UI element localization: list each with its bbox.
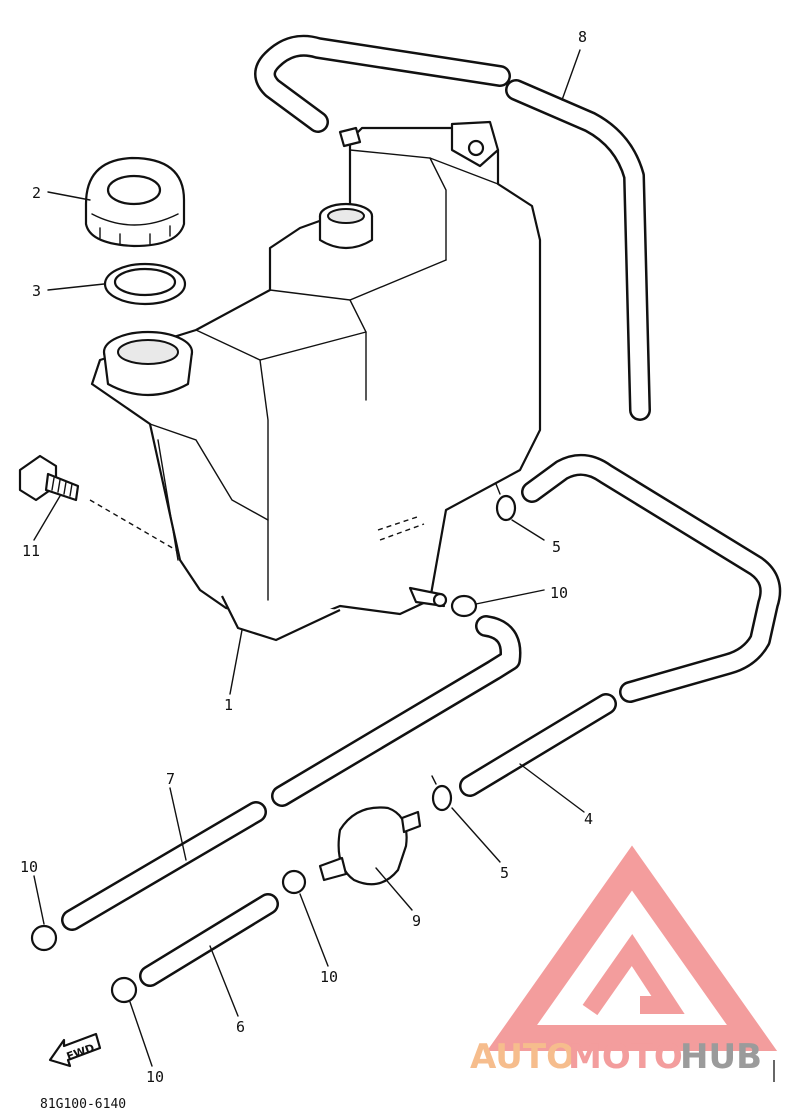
callout-5-lower: 5 <box>500 864 509 882</box>
forward-arrow-icon: FWD <box>48 1032 102 1068</box>
drawing-code: 81G100-6140 <box>40 1097 126 1112</box>
watermark-auto: AUTO <box>470 1037 575 1077</box>
watermark-moto: MOTO <box>568 1037 683 1077</box>
overflow-hose-part-8 <box>254 34 651 421</box>
watermark-logo: AUTO MOTO HUB <box>470 845 778 1082</box>
clip-part-5-lower <box>431 775 453 812</box>
callout-labels: 2 3 11 1 8 5 10 4 5 7 9 10 6 10 10 <box>20 28 593 1086</box>
tank-cap-part-2 <box>84 156 186 248</box>
valve-part-9 <box>318 806 422 886</box>
callout-5-upper: 5 <box>552 538 561 556</box>
reservoir-tank-part-1 <box>90 120 542 642</box>
watermark-hub: HUB <box>680 1037 762 1077</box>
hose-part-7 <box>61 615 522 931</box>
callout-1: 1 <box>224 696 233 714</box>
leader-lines <box>33 49 585 1067</box>
gasket-part-3 <box>103 262 187 306</box>
callout-3: 3 <box>32 282 41 300</box>
hose-part-6 <box>139 893 279 987</box>
clamp-part-10-bottom <box>110 976 138 1004</box>
callout-9: 9 <box>412 912 421 930</box>
clip-part-5-upper <box>495 483 517 522</box>
callout-2: 2 <box>32 184 41 202</box>
callout-10-left: 10 <box>20 858 38 876</box>
clamp-part-10-left <box>30 924 58 952</box>
clamp-part-10-tank <box>450 594 478 618</box>
callout-7: 7 <box>166 770 175 788</box>
callout-4: 4 <box>584 810 593 828</box>
callout-10-center: 10 <box>320 968 338 986</box>
bolt-part-11 <box>18 454 80 502</box>
callout-11: 11 <box>22 542 40 560</box>
bolt-guide-line <box>89 499 177 551</box>
callout-8: 8 <box>578 28 587 46</box>
callout-10-tank: 10 <box>550 584 568 602</box>
callout-10-bottom: 10 <box>146 1068 164 1086</box>
callout-6: 6 <box>236 1018 245 1036</box>
hose-part-4 <box>459 453 782 797</box>
clamp-part-10-center <box>281 869 307 895</box>
